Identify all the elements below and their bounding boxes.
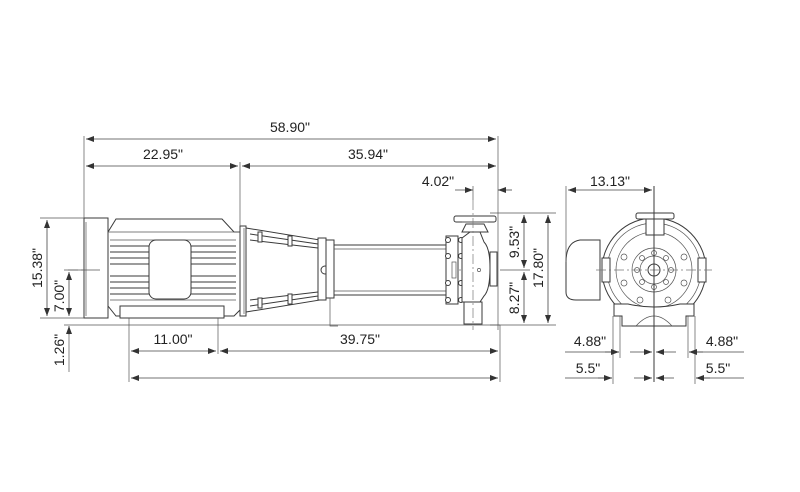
foot-to-pump-label: 39.75" [340, 331, 380, 347]
end-view [565, 186, 712, 382]
motor-body [107, 218, 247, 319]
pump-casing [445, 200, 498, 330]
discharge-offset-label: 4.02" [422, 173, 454, 189]
motor-length-label: 22.95" [143, 146, 183, 162]
side-view [68, 200, 500, 330]
motor-base [119, 305, 225, 319]
foot-outer-right-label: 5.5" [706, 360, 730, 376]
end-width-label: 13.13" [590, 173, 630, 189]
pump-length-label: 35.94" [348, 146, 388, 162]
column-tube [333, 244, 447, 296]
motor-end-cap [83, 217, 109, 319]
terminal-box [148, 239, 192, 300]
discharge-height-label: 9.53" [506, 226, 522, 258]
base-height-label: 1.26" [51, 334, 67, 366]
centerline-height-label: 7.00" [51, 280, 67, 312]
motor-foot-spacing-label: 11.00" [154, 331, 193, 347]
bearing-bracket [245, 227, 338, 327]
foot-outer-left-label: 5.5" [576, 360, 600, 376]
foot-inner-left-label: 4.88" [574, 333, 606, 349]
discharge-flange [635, 212, 675, 220]
motor-height-label: 15.38" [29, 248, 45, 288]
side-view-dimensions: 58.90" 22.95" 35.94" 4.02" 15.38" 7.00" … [29, 119, 556, 382]
foot-inner-right-label: 4.88" [706, 333, 738, 349]
motor-end-outline [565, 239, 601, 301]
overall-length-label: 58.90" [270, 119, 310, 135]
end-view-dimensions: 13.13" 4.88" 4.88" 5.5" 5.5" [565, 173, 744, 384]
suction-depth-label: 8.27" [506, 282, 522, 314]
total-height-label: 17.80" [530, 248, 546, 288]
